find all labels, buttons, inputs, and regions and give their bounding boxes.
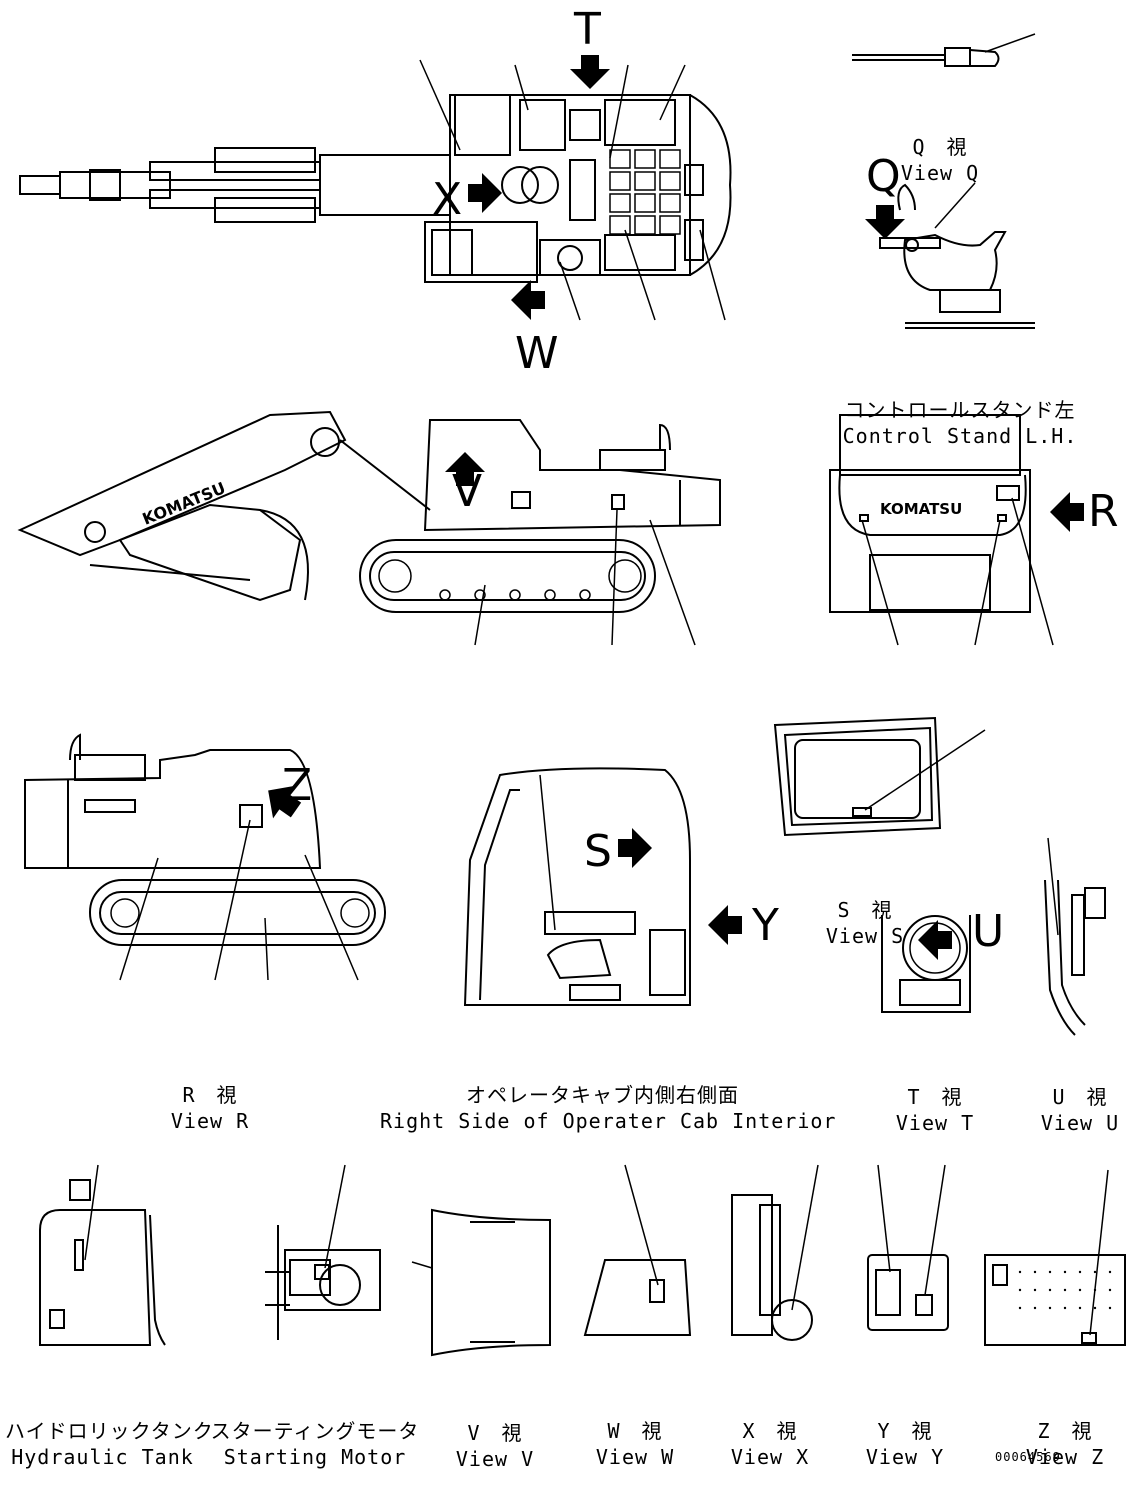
marker-q: Q xyxy=(866,151,901,202)
cab-interior-drawing xyxy=(463,767,743,1006)
view-r-drawing xyxy=(24,733,386,981)
view-t-drawing xyxy=(881,915,971,1013)
view-u-drawing xyxy=(1044,837,1106,1036)
marker-w: W xyxy=(515,328,559,379)
view-z-drawing xyxy=(984,1169,1126,1346)
view-w-drawing xyxy=(583,1164,692,1336)
marker-y: Y xyxy=(752,900,779,951)
control-stand-drawing xyxy=(864,182,1035,329)
marker-z: Z xyxy=(282,760,313,811)
view-y-drawing xyxy=(867,1164,949,1331)
top-plan-view xyxy=(19,54,732,321)
hydraulic-tank-drawing xyxy=(39,1164,166,1346)
brand-logo-rear: KOMATSU xyxy=(880,500,963,518)
marker-s: S xyxy=(584,826,612,877)
marker-v: V xyxy=(452,466,483,517)
side-view-left xyxy=(17,410,721,646)
starting-motor-drawing xyxy=(265,1164,381,1340)
view-s-drawing xyxy=(773,716,986,837)
rear-view xyxy=(829,414,1085,646)
view-x-drawing xyxy=(731,1164,819,1341)
marker-r: R xyxy=(1088,486,1119,537)
marker-x: X xyxy=(432,174,463,225)
marker-u: U xyxy=(972,906,1005,957)
marker-t: T xyxy=(574,4,601,55)
view-q-lever-drawing xyxy=(852,33,1036,67)
view-v-drawing xyxy=(411,1208,551,1357)
document-number: 00064569 xyxy=(995,1450,1061,1464)
